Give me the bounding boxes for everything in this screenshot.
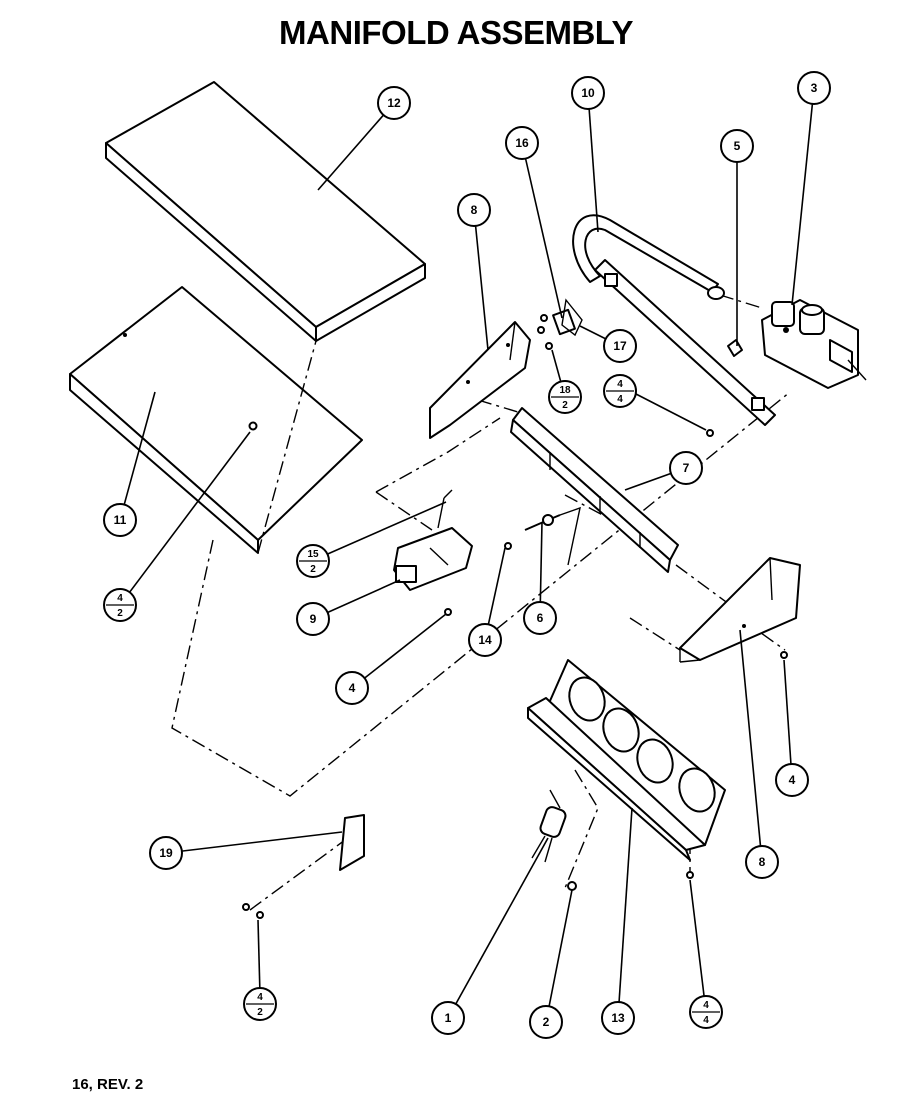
svg-text:4: 4 [117,593,123,604]
callout-18-2: 182 [548,380,582,414]
callout-7: 7 [669,451,703,485]
svg-text:18: 18 [559,385,571,396]
callout-10: 10 [571,76,605,110]
callout-1: 1 [431,1001,465,1035]
callout-6: 6 [523,601,557,635]
callout-9: 9 [296,602,330,636]
part-10-tube [572,214,776,426]
callout-14: 14 [468,623,502,657]
callout-4-right: 4 [775,763,809,797]
part-13-burner-box [527,659,726,861]
svg-text:4: 4 [257,992,263,1003]
callout-4-left: 4 [335,671,369,705]
part-8-upper-bracket [429,321,531,439]
svg-text:7: 7 [683,461,690,475]
svg-text:2: 2 [257,1007,263,1018]
callout-5: 5 [720,129,754,163]
part-12-top-panel [105,81,426,342]
part-3-gas-valve [761,299,867,389]
svg-text:14: 14 [478,633,492,647]
svg-text:8: 8 [471,203,478,217]
svg-text:4: 4 [703,1015,709,1026]
diagram-title: MANIFOLD ASSEMBLY [279,14,633,51]
svg-text:13: 13 [611,1011,625,1025]
part-8-lower-bracket [679,557,801,663]
callout-19: 19 [149,836,183,870]
svg-text:4: 4 [617,379,623,390]
svg-text:2: 2 [310,564,316,575]
svg-text:15: 15 [307,549,319,560]
svg-text:4: 4 [349,681,356,695]
svg-text:9: 9 [310,612,317,626]
part-7-manifold-pipe [510,407,679,573]
svg-text:11: 11 [114,513,127,527]
svg-text:2: 2 [543,1015,550,1029]
svg-text:4: 4 [617,394,623,405]
svg-text:3: 3 [811,81,818,95]
callout-8-lower: 8 [745,845,779,879]
svg-text:8: 8 [759,855,766,869]
svg-text:2: 2 [562,400,568,411]
callout-12: 12 [377,86,411,120]
callout-17: 17 [603,329,637,363]
callout-4-4-bottom: 44 [689,995,723,1029]
svg-text:4: 4 [789,773,796,787]
svg-text:17: 17 [613,339,627,353]
callout-4-2-bottom: 42 [243,987,277,1021]
callout-3: 3 [797,71,831,105]
callout-4-4-upper: 44 [603,374,637,408]
svg-text:16: 16 [515,136,529,150]
screws [242,421,788,919]
part-1-igniter [531,789,567,863]
svg-text:12: 12 [387,96,401,110]
svg-text:19: 19 [159,846,173,860]
svg-text:10: 10 [581,86,595,100]
callout-8-upper: 8 [457,193,491,227]
svg-text:6: 6 [537,611,544,625]
part-6-electrode [524,506,581,566]
svg-text:2: 2 [117,608,123,619]
part-5-clip [727,339,743,357]
callout-4-2-left: 42 [103,588,137,622]
callout-13: 13 [601,1001,635,1035]
revision-footer: 16, REV. 2 [72,1076,144,1093]
callout-11: 11 [103,503,137,537]
part-9-orifice-assembly [393,489,473,591]
callout-15-2: 152 [296,544,330,578]
svg-text:1: 1 [445,1011,452,1025]
callout-2: 2 [529,1005,563,1039]
svg-text:5: 5 [734,139,741,153]
part-19-plate [339,814,365,871]
svg-text:4: 4 [703,1000,709,1011]
callout-16: 16 [505,126,539,160]
